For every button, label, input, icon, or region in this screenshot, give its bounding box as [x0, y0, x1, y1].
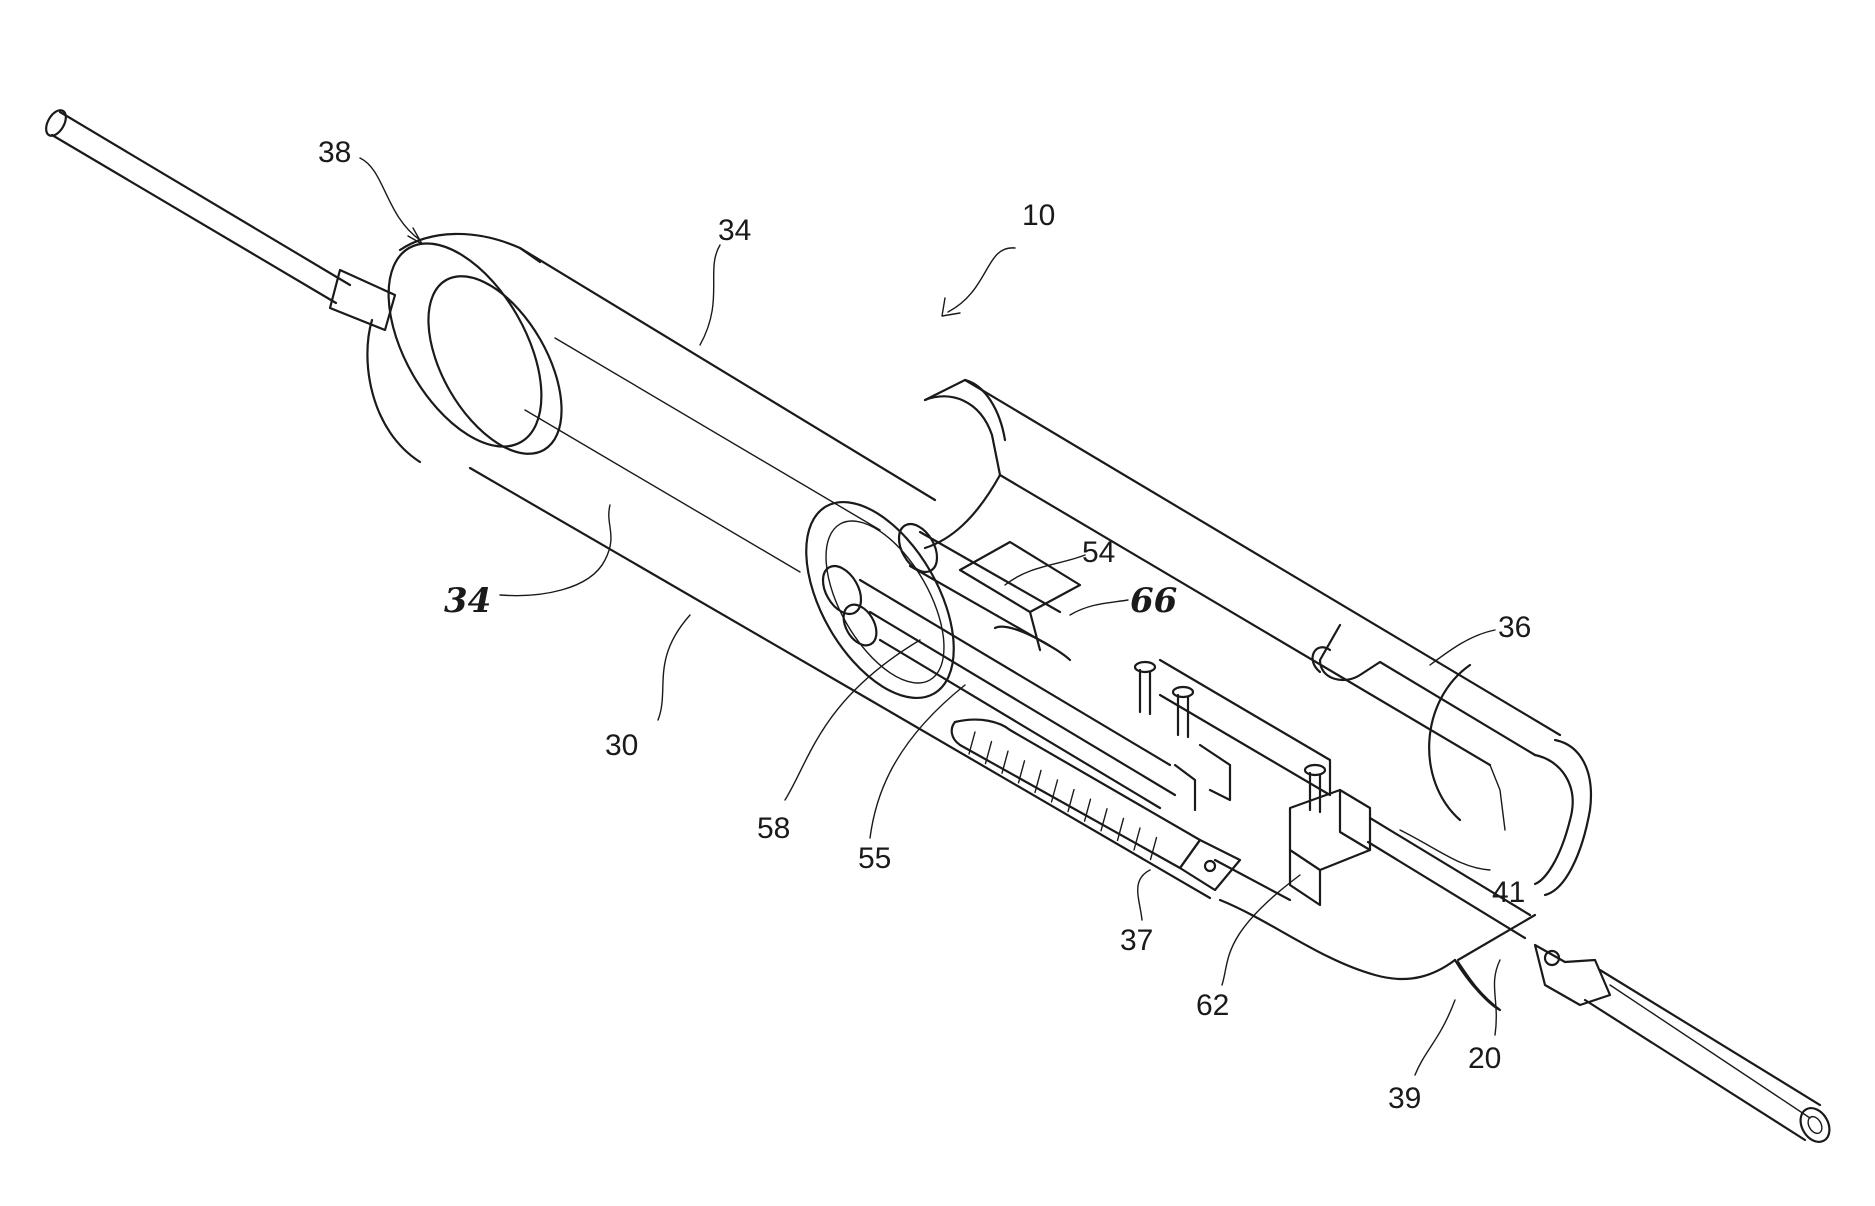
label-41: 41: [1492, 876, 1525, 909]
label-34-top: 34: [718, 214, 751, 247]
label-66: 66: [1130, 581, 1177, 621]
reference-labels: 10 38 34 34 30 54 66 36 58 55 41 37 62 2…: [318, 136, 1531, 1115]
label-10: 10: [1022, 199, 1055, 232]
grip-rib: [1134, 828, 1140, 850]
label-36: 36: [1498, 611, 1531, 644]
label-30: 30: [605, 729, 638, 762]
label-37: 37: [1120, 924, 1153, 957]
grip-rib: [1151, 838, 1157, 860]
label-58: 58: [757, 812, 790, 845]
label-62: 62: [1196, 989, 1229, 1022]
label-39: 39: [1388, 1082, 1421, 1115]
label-20: 20: [1468, 1042, 1501, 1075]
leader-lines: [360, 158, 1500, 1075]
front-tube: [1535, 945, 1835, 1147]
grip: [952, 720, 1240, 890]
label-54: 54: [1082, 536, 1115, 569]
upper-shell: [925, 380, 1591, 895]
label-55: 55: [858, 842, 891, 875]
label-38: 38: [318, 136, 351, 169]
label-34-handwritten: 34: [444, 581, 491, 621]
